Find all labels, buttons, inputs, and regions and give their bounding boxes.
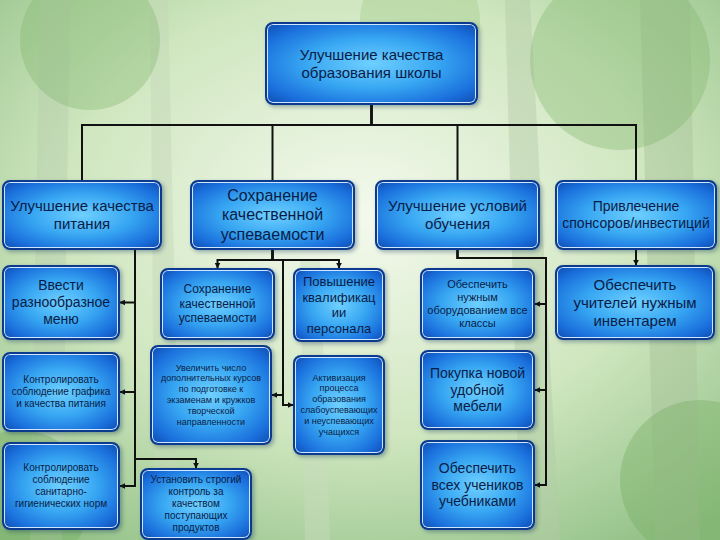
connector-line xyxy=(82,105,372,180)
connector-line xyxy=(273,105,372,180)
connector-line xyxy=(273,250,294,405)
process-box: Обеспечить нужным оборудованием все клас… xyxy=(420,268,535,340)
process-box: Улучшение условий обучения xyxy=(375,180,540,250)
connector-line xyxy=(120,250,135,486)
process-box: Активизация процесса образования слабоус… xyxy=(293,355,385,455)
process-box: Повышение квалификации персонала xyxy=(293,268,385,342)
box-text: Обеспечить нужным оборудованием все клас… xyxy=(427,278,528,331)
connector-line xyxy=(120,250,135,392)
process-box: Контролировать соблюдение графика и каче… xyxy=(2,352,120,432)
box-text: Сохранение качественной успеваемости xyxy=(167,282,268,325)
box-text: Обеспечить всех учеников учебниками xyxy=(427,460,528,510)
process-box: Покупка новой удобной мебели xyxy=(420,350,535,430)
box-text: Установить строгий контроль за качеством… xyxy=(147,474,245,534)
box-text: Сохранение качественной успеваемости xyxy=(197,186,348,244)
box-text: Обеспечить учителей нужным инвентарем xyxy=(562,276,708,330)
box-text: Активизация процесса образования слабоус… xyxy=(300,373,378,438)
box-text: Увеличить число дополнительных курсов по… xyxy=(157,363,265,428)
box-text: Ввести разнообразное меню xyxy=(9,277,113,327)
box-text: Улучшение качества образования школы xyxy=(272,46,471,82)
process-box: Ввести разнообразное меню xyxy=(2,265,120,340)
process-box: Обеспечить всех учеников учебниками xyxy=(420,440,535,530)
process-box: Привлечение спонсоров/инвестиций xyxy=(555,180,717,250)
process-box: Установить строгий контроль за качеством… xyxy=(140,468,252,540)
box-text: Улучшение условий обучения xyxy=(382,197,533,233)
connector-line xyxy=(372,105,458,180)
process-box: Улучшение качества питания xyxy=(2,180,162,250)
box-text: Контролировать соблюдение графика и каче… xyxy=(9,374,113,410)
box-text: Повышение квалификации персонала xyxy=(300,274,378,336)
box-text: Привлечение спонсоров/инвестиций xyxy=(562,198,710,232)
box-text: Улучшение качества питания xyxy=(9,197,155,233)
connector-line xyxy=(372,105,637,180)
process-box: Обеспечить учителей нужным инвентарем xyxy=(555,265,715,340)
box-text: Покупка новой удобной мебели xyxy=(427,365,528,415)
box-text: Контролировать соблюдение санитарно-гиги… xyxy=(9,462,113,510)
process-box: Сохранение качественной успеваемости xyxy=(160,268,275,340)
connector-line xyxy=(273,250,340,268)
process-box: Сохранение качественной успеваемости xyxy=(190,180,355,250)
connector-line xyxy=(218,250,273,268)
process-box: Контролировать соблюдение санитарно-гиги… xyxy=(2,442,120,530)
connector-line xyxy=(635,250,637,265)
connector-line xyxy=(120,250,135,303)
process-box: Увеличить число дополнительных курсов по… xyxy=(150,345,272,445)
process-box: Улучшение качества образования школы xyxy=(265,22,478,105)
